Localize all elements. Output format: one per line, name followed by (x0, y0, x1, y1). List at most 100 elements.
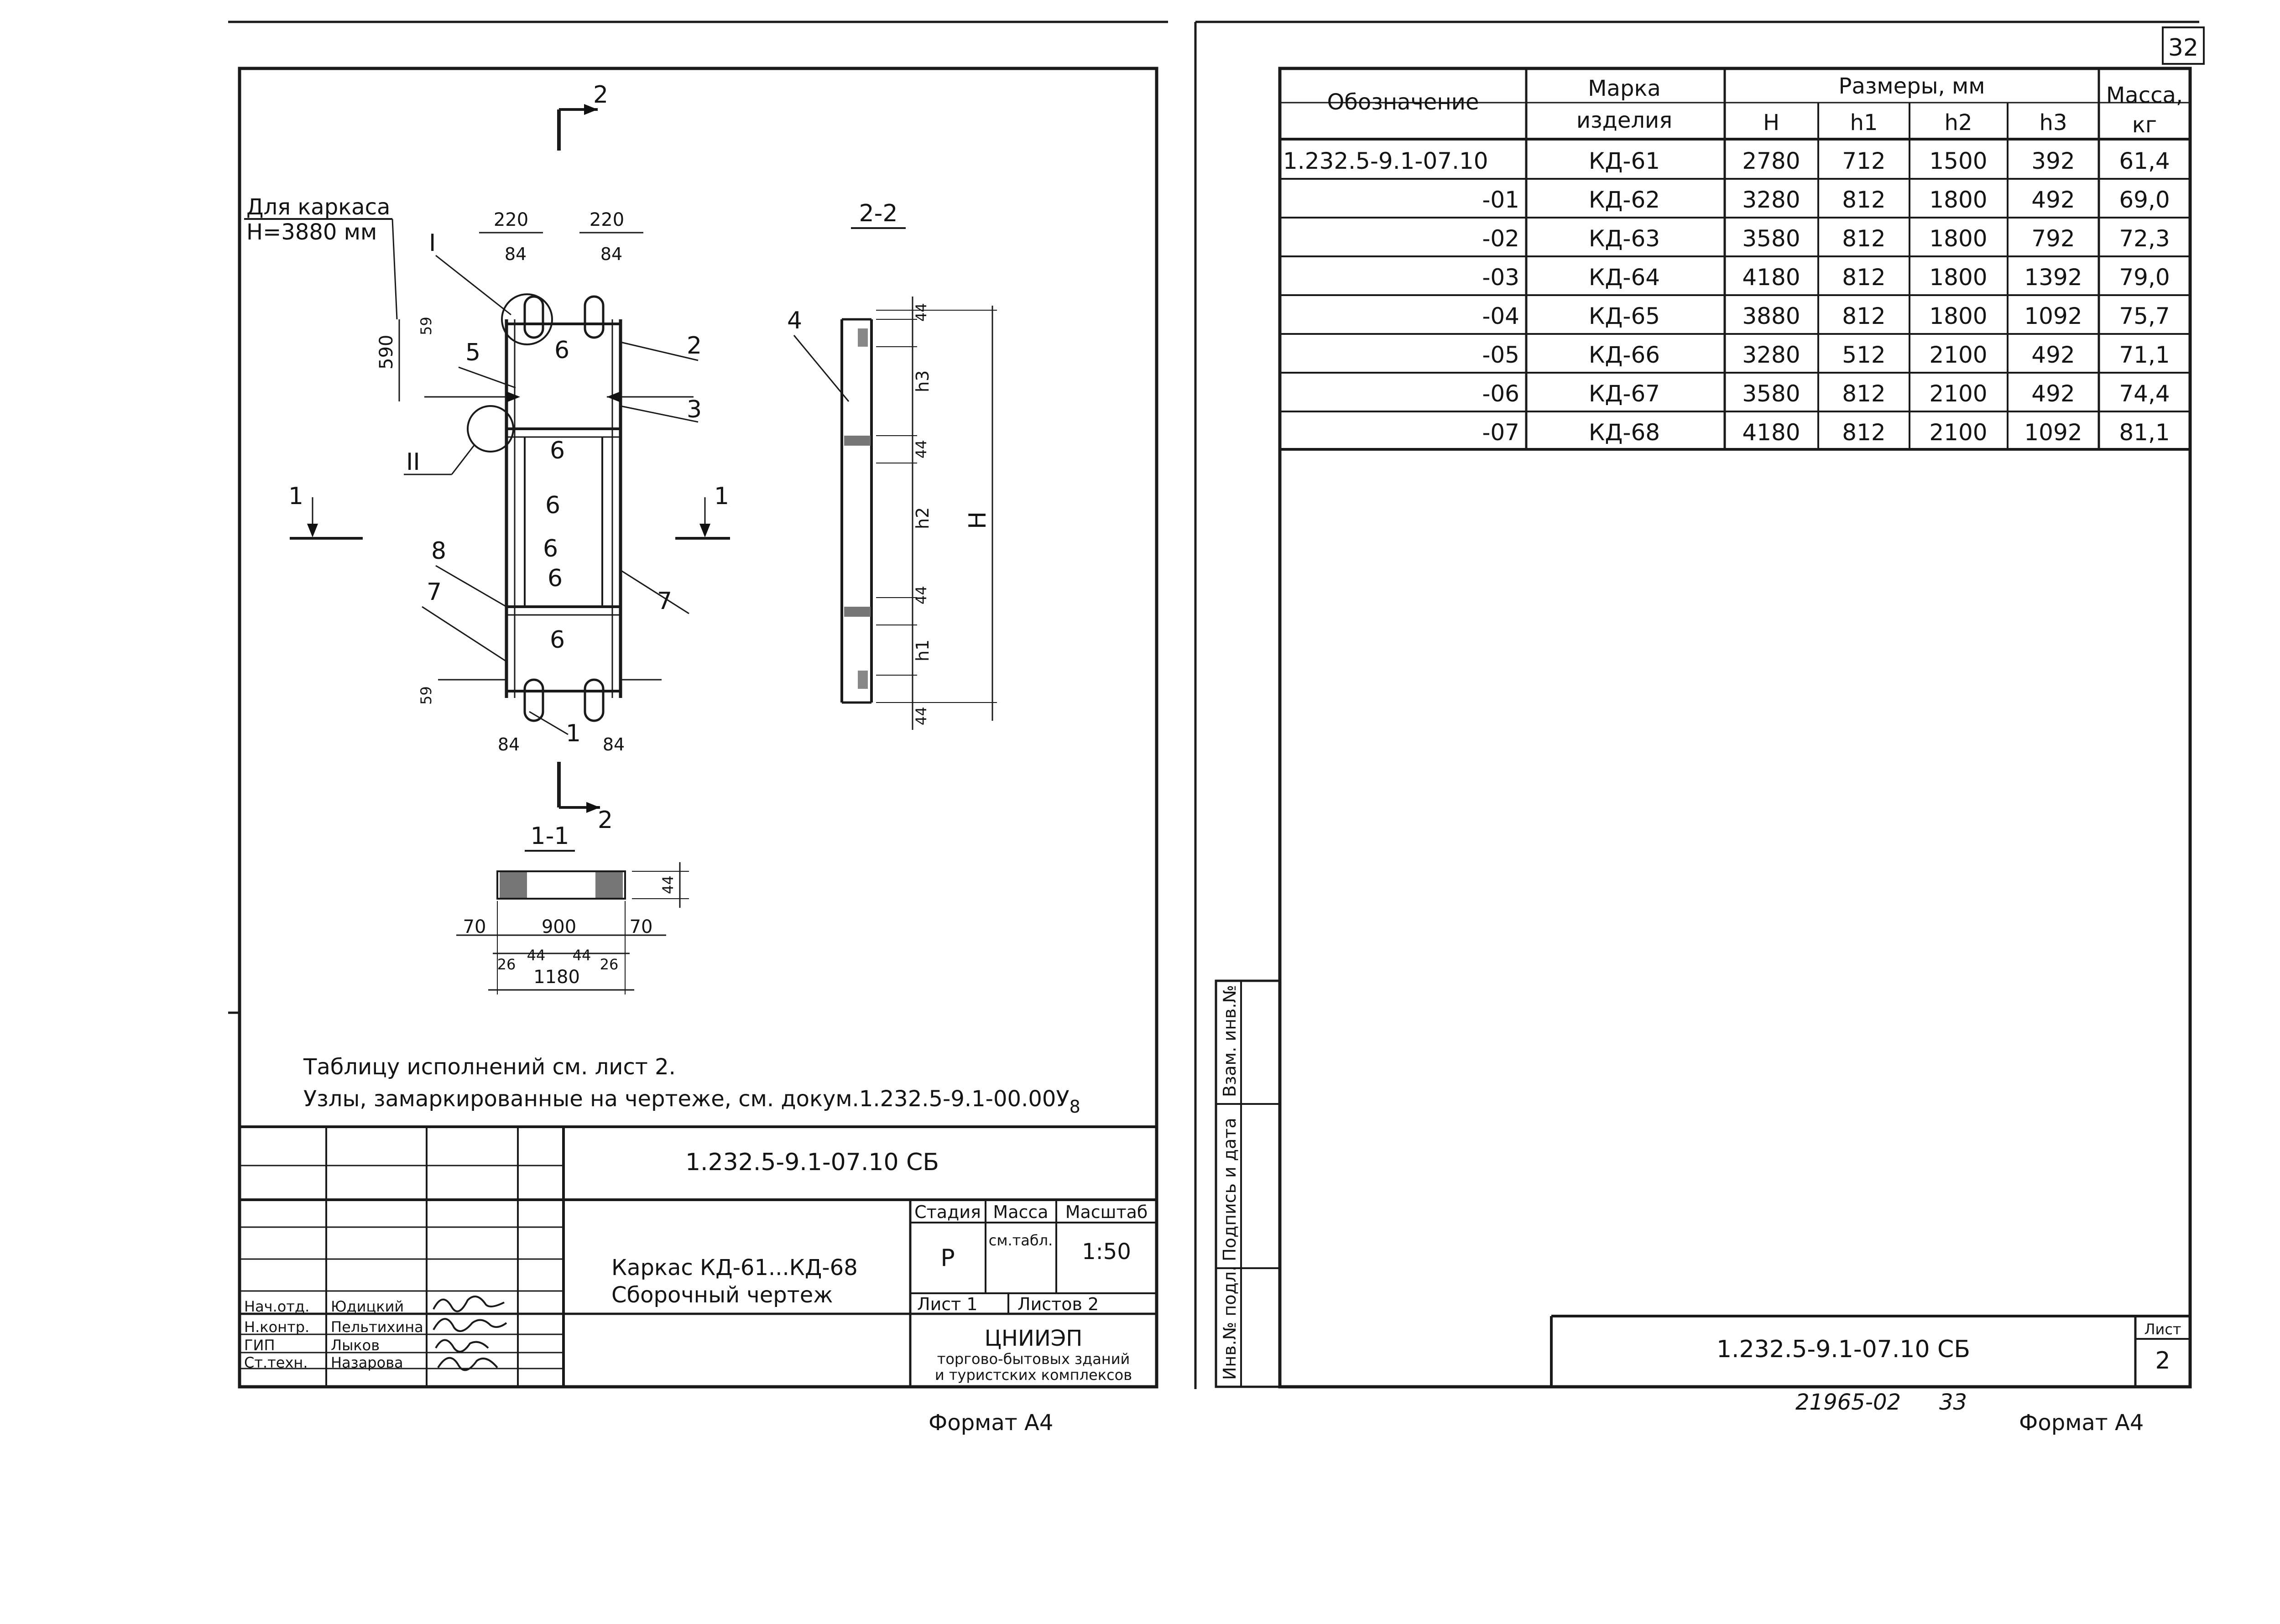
view-2-2-pos-4: 4 (787, 307, 802, 334)
view-2-2-d44-2: 44 (913, 440, 930, 458)
doc-code: 1.232.5-9.1-07.10 СБ (685, 1149, 939, 1176)
role-1: Н.контр. (244, 1318, 309, 1336)
cell-mass: 74,4 (2119, 380, 2170, 407)
callout-8: 8 (431, 537, 446, 565)
cell-h1: 812 (1842, 187, 1885, 213)
cell-mark: КД-61 (1589, 148, 1660, 174)
callout-6f: 6 (550, 626, 565, 654)
section-cut-mark-top: 2 (557, 81, 608, 151)
cell-designation: 1.232.5-9.1-07.10 (1283, 148, 1488, 174)
note-nodes: Узлы, замаркированные на чертеже, см. до… (303, 1086, 1080, 1117)
callout-6b: 6 (550, 437, 565, 464)
section-mark-bottom-label: 2 (598, 807, 613, 834)
callout-3: 3 (687, 396, 702, 423)
cell-designation: -03 (1482, 264, 1519, 291)
right-sheet-frame (1278, 67, 2192, 1389)
dim-220-right: 220 (590, 209, 624, 230)
left-sheet-frame (238, 67, 1158, 1389)
cell-h2: 1800 (1929, 264, 1987, 291)
cell-h2: 1800 (1929, 303, 1987, 329)
section-mark-label: 2 (593, 81, 608, 109)
table-row: -04 КД-65 3880 812 1800 1092 75,7 (1482, 303, 2170, 329)
table-row: -05 КД-66 3280 512 2100 492 71,1 (1482, 342, 2170, 368)
title-block: 1.232.5-9.1-07.10 СБ Стадия Масса Масшта… (240, 1125, 1157, 1387)
cell-H: 3280 (1742, 187, 1800, 213)
cell-mark: КД-67 (1589, 380, 1660, 407)
cell-h3: 792 (2031, 225, 2075, 252)
cut-1-right: 1 (714, 483, 729, 510)
org-line1: ЦНИИЭП (985, 1326, 1083, 1351)
view-2-2-d44-4: 44 (913, 707, 930, 725)
cell-h2: 1800 (1929, 225, 1987, 252)
table-row: -03 КД-64 4180 812 1800 1392 79,0 (1482, 264, 2170, 291)
th-mark-line2: изделия (1576, 108, 1672, 133)
cell-h1: 812 (1842, 225, 1885, 252)
role-2: ГИП (244, 1337, 275, 1354)
stamp-replace-inv: Взам. инв.№ (1220, 985, 1240, 1097)
side-stamp: Инв.№ подл. Подпись и дата Взам. инв.№ (1215, 979, 1281, 1388)
cell-h3: 492 (2031, 342, 2075, 368)
cell-h3: 1392 (2024, 264, 2082, 291)
mass-header: Масса (993, 1202, 1048, 1222)
dim-220-left: 220 (494, 209, 528, 230)
callout-5: 5 (465, 339, 480, 366)
cell-h3: 492 (2031, 380, 2075, 407)
elevation-dimensions: 220 220 84 84 84 84 590 59 59 (376, 209, 662, 755)
view-1-1: 1-1 44 70 900 70 26 44 44 26 1180 (456, 822, 689, 994)
cell-h3: 1092 (2024, 419, 2082, 446)
dim-84-top-right: 84 (600, 244, 622, 264)
cell-h3: 1092 (2024, 303, 2082, 329)
view-1-1-title: 1-1 (531, 822, 569, 850)
view-1-1-d70-right: 70 (630, 916, 653, 937)
signatures (433, 1296, 507, 1371)
dim-84-bottom-right: 84 (603, 734, 625, 755)
node-II: II (406, 448, 420, 476)
callouts: I 5 6 2 3 II 6 6 6 6 6 8 7 7 1 (288, 229, 730, 747)
cell-mark: КД-68 (1589, 419, 1660, 446)
view-1-1-d44-left: 44 (527, 947, 546, 964)
cell-mark: КД-65 (1589, 303, 1660, 329)
cell-h2: 2100 (1929, 342, 1987, 368)
view-2-2-d44-3: 44 (913, 586, 930, 604)
view-1-1-d1180: 1180 (533, 967, 580, 988)
stage-header: Стадия (914, 1202, 981, 1222)
cell-mark: КД-62 (1589, 187, 1660, 213)
cell-h1: 712 (1842, 148, 1885, 174)
cell-mass: 72,3 (2119, 225, 2170, 252)
cell-h3: 492 (2031, 187, 2075, 213)
callout-7a: 7 (427, 578, 442, 606)
cell-mass: 61,4 (2119, 148, 2170, 174)
cell-designation: -01 (1482, 187, 1519, 213)
org-line3: и туристских комплексов (935, 1366, 1132, 1384)
table-row: -07 КД-68 4180 812 2100 1092 81,1 (1482, 419, 2170, 446)
cell-H: 4180 (1742, 264, 1800, 291)
cell-H: 3280 (1742, 342, 1800, 368)
role-0: Нач.отд. (244, 1298, 309, 1315)
left-sheet: 2 Для каркаса Н=3880 мм (228, 21, 1168, 1436)
title-line1: Каркас КД-61...КД-68 (611, 1255, 858, 1280)
name-3: Назарова (331, 1354, 403, 1371)
callout-6e: 6 (548, 565, 563, 592)
cell-H: 3880 (1742, 303, 1800, 329)
view-2-2-h1: h1 (913, 640, 933, 661)
title-line2: Сборочный чертеж (611, 1282, 833, 1308)
th-h1: h1 (1850, 110, 1878, 135)
dim-84-top-left: 84 (505, 244, 527, 264)
cell-mass: 71,1 (2119, 342, 2170, 368)
th-H: H (1763, 110, 1779, 135)
cell-H: 2780 (1742, 148, 1800, 174)
th-mass-line2: кг (2132, 112, 2157, 138)
cell-mass: 69,0 (2119, 187, 2170, 213)
view-2-2: 2-2 4 44 h3 44 h (787, 200, 997, 730)
view-2-2-h3: h3 (913, 370, 933, 392)
callout-6a: 6 (554, 337, 569, 364)
cell-h1: 812 (1842, 419, 1885, 446)
cell-h1: 512 (1842, 342, 1885, 368)
scale-value: 1:50 (1082, 1239, 1131, 1265)
th-h2: h2 (1945, 110, 1972, 135)
cell-designation: -06 (1482, 380, 1519, 407)
cell-mark: КД-66 (1589, 342, 1660, 368)
view-2-2-H: H (964, 511, 991, 529)
cell-h1: 812 (1842, 303, 1885, 329)
table-row: 1.232.5-9.1-07.10 КД-61 2780 712 1500 39… (1283, 148, 2170, 174)
